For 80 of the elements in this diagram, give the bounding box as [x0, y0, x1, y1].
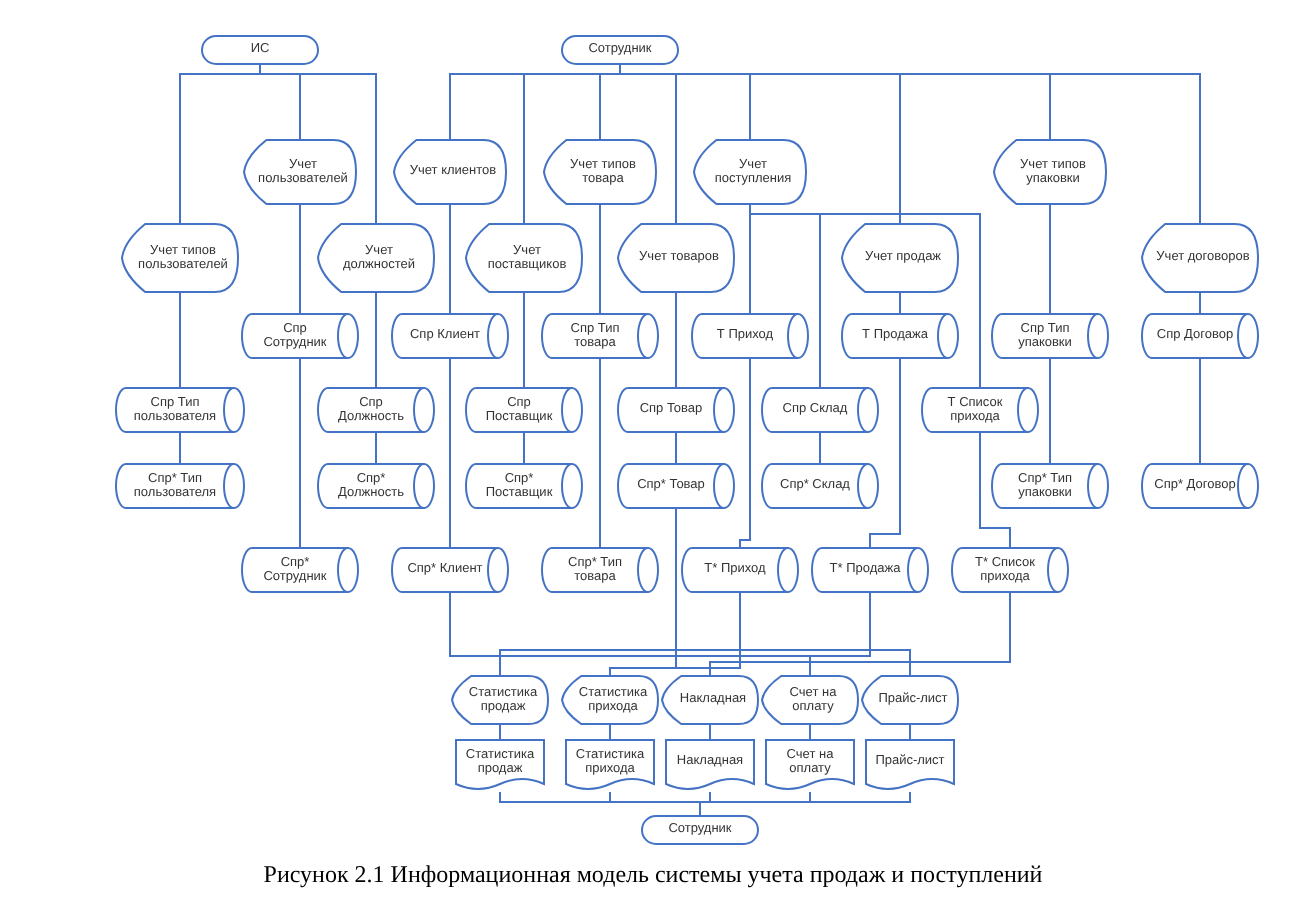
connector-line [259, 63, 377, 225]
storage-cylinder [992, 464, 1108, 508]
storage-cylinder [242, 548, 358, 592]
document-shape [666, 740, 754, 792]
connector-line [675, 507, 911, 677]
storage-cylinder [762, 388, 878, 432]
connector-line [675, 431, 677, 465]
connector-line [709, 591, 1011, 677]
storage-cylinder [542, 314, 658, 358]
connector-line [1199, 291, 1201, 315]
connector-line [1199, 357, 1201, 465]
storage-cylinder [392, 314, 508, 358]
connector-line [899, 291, 901, 315]
storage-cylinder [952, 548, 1068, 592]
storage-cylinder [318, 388, 434, 432]
document-shape [456, 740, 544, 792]
connector-line [599, 203, 601, 315]
display-shape [862, 676, 958, 724]
storage-cylinder [922, 388, 1038, 432]
storage-cylinder [242, 314, 358, 358]
connector-line [739, 357, 751, 549]
storage-cylinder [692, 314, 808, 358]
connector-line [699, 791, 911, 817]
document-shape [866, 740, 954, 792]
connector-line [449, 357, 451, 549]
connector-line [449, 591, 811, 677]
display-shape [562, 676, 658, 724]
connector-line [179, 431, 181, 465]
display-shape [694, 140, 806, 204]
storage-cylinder [1142, 314, 1258, 358]
connector-line [375, 291, 377, 389]
storage-cylinder [812, 548, 928, 592]
terminal-shape [202, 36, 318, 64]
connector-line [299, 203, 301, 315]
connector-line [819, 431, 821, 465]
connector-line [1049, 203, 1051, 315]
storage-cylinder [618, 464, 734, 508]
display-shape [842, 224, 958, 292]
connector-line [1049, 357, 1051, 465]
display-shape [122, 224, 238, 292]
connector-line [179, 291, 181, 389]
document-shape [766, 740, 854, 792]
storage-cylinder [762, 464, 878, 508]
storage-cylinder [116, 388, 244, 432]
storage-cylinder [992, 314, 1108, 358]
storage-cylinder [682, 548, 798, 592]
storage-cylinder [842, 314, 958, 358]
storage-cylinder [466, 388, 582, 432]
display-shape [662, 676, 758, 724]
storage-cylinder [466, 464, 582, 508]
display-shape [394, 140, 506, 204]
storage-cylinder [318, 464, 434, 508]
display-shape [466, 224, 582, 292]
connector-line [599, 357, 601, 549]
document-shape [566, 740, 654, 792]
display-shape [244, 140, 356, 204]
storage-cylinder [542, 548, 658, 592]
connector-line [979, 431, 1011, 549]
connector-line [675, 291, 677, 389]
storage-cylinder [618, 388, 734, 432]
connector-line [523, 291, 525, 389]
display-shape [544, 140, 656, 204]
connector-line [523, 431, 525, 465]
connector-line [375, 431, 377, 465]
display-shape [762, 676, 858, 724]
display-shape [452, 676, 548, 724]
connector-line [449, 203, 451, 315]
display-shape [994, 140, 1106, 204]
display-shape [1142, 224, 1258, 292]
connector-line [869, 357, 901, 549]
display-shape [318, 224, 434, 292]
display-shape [618, 224, 734, 292]
connector-line [299, 357, 301, 549]
storage-cylinder [116, 464, 244, 508]
terminal-shape [562, 36, 678, 64]
storage-cylinder [392, 548, 508, 592]
figure-caption: Рисунок 2.1 Информационная модель системы учета продаж и поступлений [261, 860, 1045, 890]
storage-cylinder [1142, 464, 1258, 508]
terminal-shape [642, 816, 758, 844]
connector-line [749, 203, 981, 389]
